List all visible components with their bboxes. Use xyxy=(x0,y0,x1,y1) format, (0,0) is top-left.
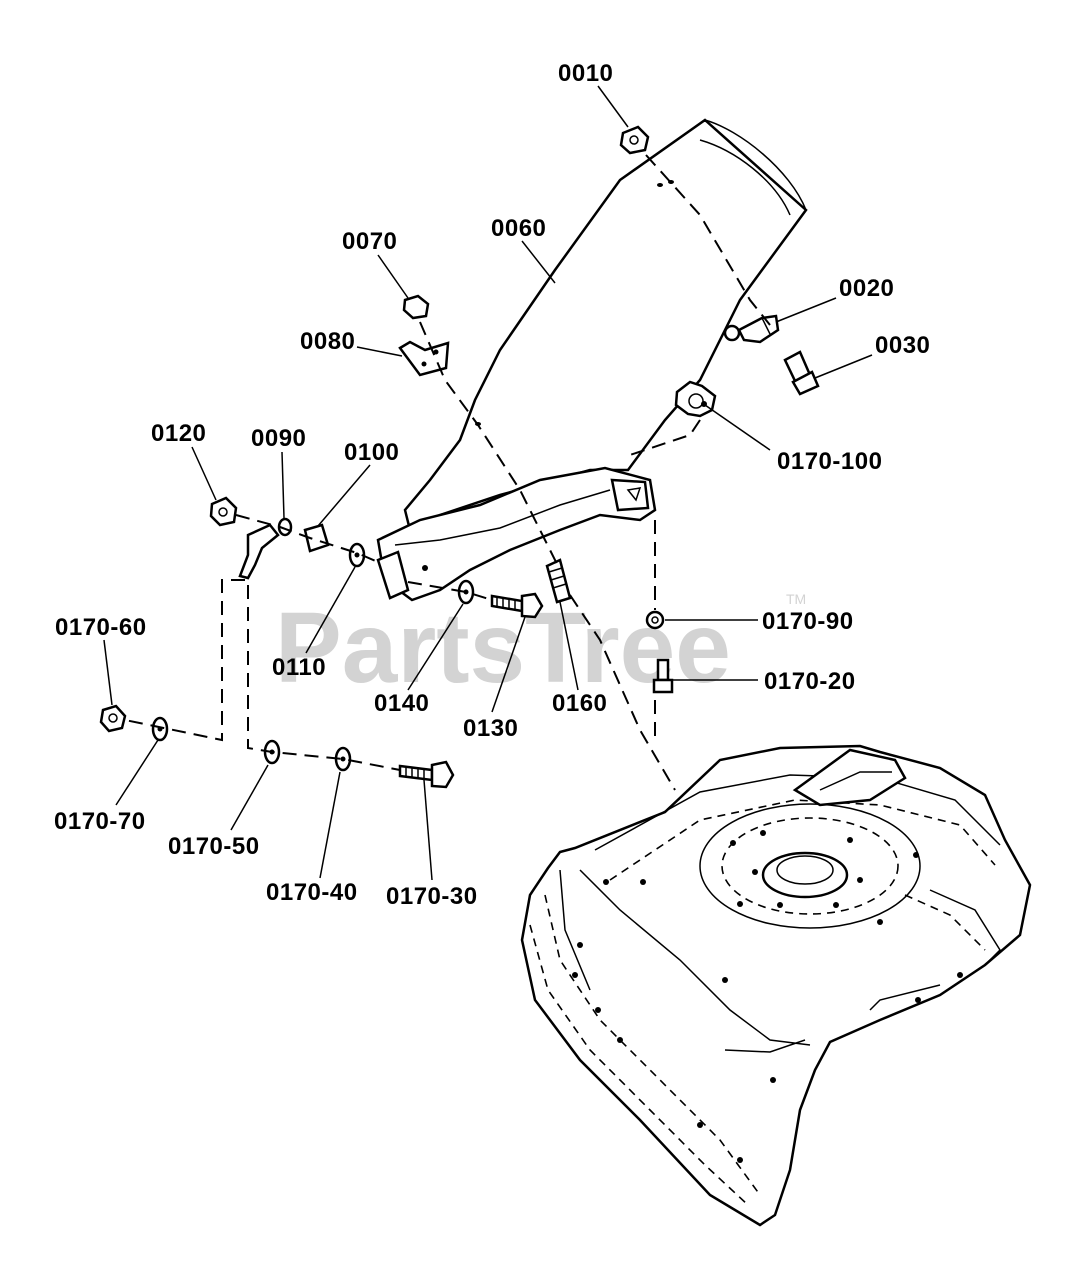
callout-0010: 0010 xyxy=(558,60,613,87)
callout-labels: 0010 0020 0030 0060 0070 0080 0090 0100 … xyxy=(54,60,930,910)
callout-0030: 0030 xyxy=(875,332,930,359)
nut-0010 xyxy=(619,125,650,155)
bolt-0130 xyxy=(490,592,544,619)
hinge-pin-0020 xyxy=(723,314,780,344)
leader-lines xyxy=(103,85,873,881)
callout-0070: 0070 xyxy=(342,228,397,255)
callout-0170-60: 0170-60 xyxy=(55,614,147,641)
callout-0120: 0120 xyxy=(151,420,206,447)
bolt-0170-30 xyxy=(398,760,455,789)
callout-0170-20: 0170-20 xyxy=(764,668,856,695)
lock-washer-0170-90 xyxy=(645,610,665,630)
watermark-trademark: TM xyxy=(786,591,806,607)
nut-0120 xyxy=(209,496,238,527)
carriage-bolt-0170-20 xyxy=(652,658,674,694)
assembly-lines xyxy=(124,154,771,791)
deck-mounting-holes xyxy=(572,830,963,1163)
bracket-0080 xyxy=(398,340,450,377)
callout-0170-30: 0170-30 xyxy=(386,883,478,910)
callout-0170-90: 0170-90 xyxy=(762,608,854,635)
callout-0090: 0090 xyxy=(251,425,306,452)
callout-0140: 0140 xyxy=(374,690,429,717)
chute-base-bracket xyxy=(376,466,657,602)
callout-0170-50: 0170-50 xyxy=(168,833,260,860)
callout-0080: 0080 xyxy=(300,328,355,355)
callout-0020: 0020 xyxy=(839,275,894,302)
washer-0140 xyxy=(457,579,475,605)
callout-0170-100: 0170-100 xyxy=(777,448,882,475)
mower-deck xyxy=(520,744,1032,1227)
callout-0170-40: 0170-40 xyxy=(266,879,358,906)
knob-0170-100 xyxy=(674,380,717,418)
callout-0060: 0060 xyxy=(491,215,546,242)
callout-0160: 0160 xyxy=(552,690,607,717)
washer-0170-70 xyxy=(151,716,169,742)
callout-0130: 0130 xyxy=(463,715,518,742)
callout-0100: 0100 xyxy=(344,439,399,466)
callout-0110: 0110 xyxy=(272,654,326,681)
clip-0090 xyxy=(238,517,293,580)
bolt-0030 xyxy=(783,350,820,396)
spacer-0100 xyxy=(303,523,330,553)
nut-0170-60 xyxy=(99,704,127,733)
callout-0170-70: 0170-70 xyxy=(54,808,146,835)
nut-0070 xyxy=(402,294,430,320)
